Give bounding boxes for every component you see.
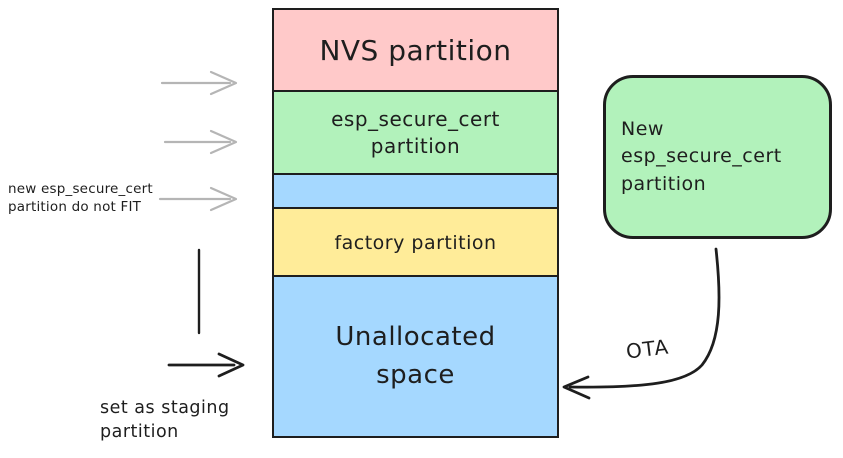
partition-small-free-space	[272, 173, 559, 210]
staging-note: set as staging partition	[100, 398, 230, 442]
staging-arrow-icon	[167, 352, 245, 378]
gray-arrow-1-icon	[160, 70, 238, 96]
not-fit-note: new esp_secure_cert partition do not FIT	[8, 181, 153, 216]
partition-unallocated: Unallocated space	[272, 275, 559, 438]
partition-nvs: NVS partition	[272, 8, 559, 93]
partition-esp-secure-cert: esp_secure_cert partition	[272, 90, 559, 176]
ota-arrow-icon	[562, 247, 721, 400]
partition-stack: NVS partition esp_secure_cert partition …	[272, 8, 559, 438]
partition-unallocated-label: Unallocated space	[335, 321, 496, 390]
new-esp-secure-cert-box: New esp_secure_cert partition	[603, 75, 832, 239]
ota-label: OTA	[624, 334, 671, 364]
gray-arrow-2-icon	[163, 129, 238, 155]
partition-factory-label: factory partition	[334, 231, 497, 254]
partition-factory: factory partition	[272, 207, 559, 278]
partition-nvs-label: NVS partition	[319, 34, 512, 67]
new-esp-secure-cert-label: New esp_secure_cert partition	[621, 117, 782, 195]
partition-esp-secure-cert-label: esp_secure_cert partition	[331, 107, 500, 158]
